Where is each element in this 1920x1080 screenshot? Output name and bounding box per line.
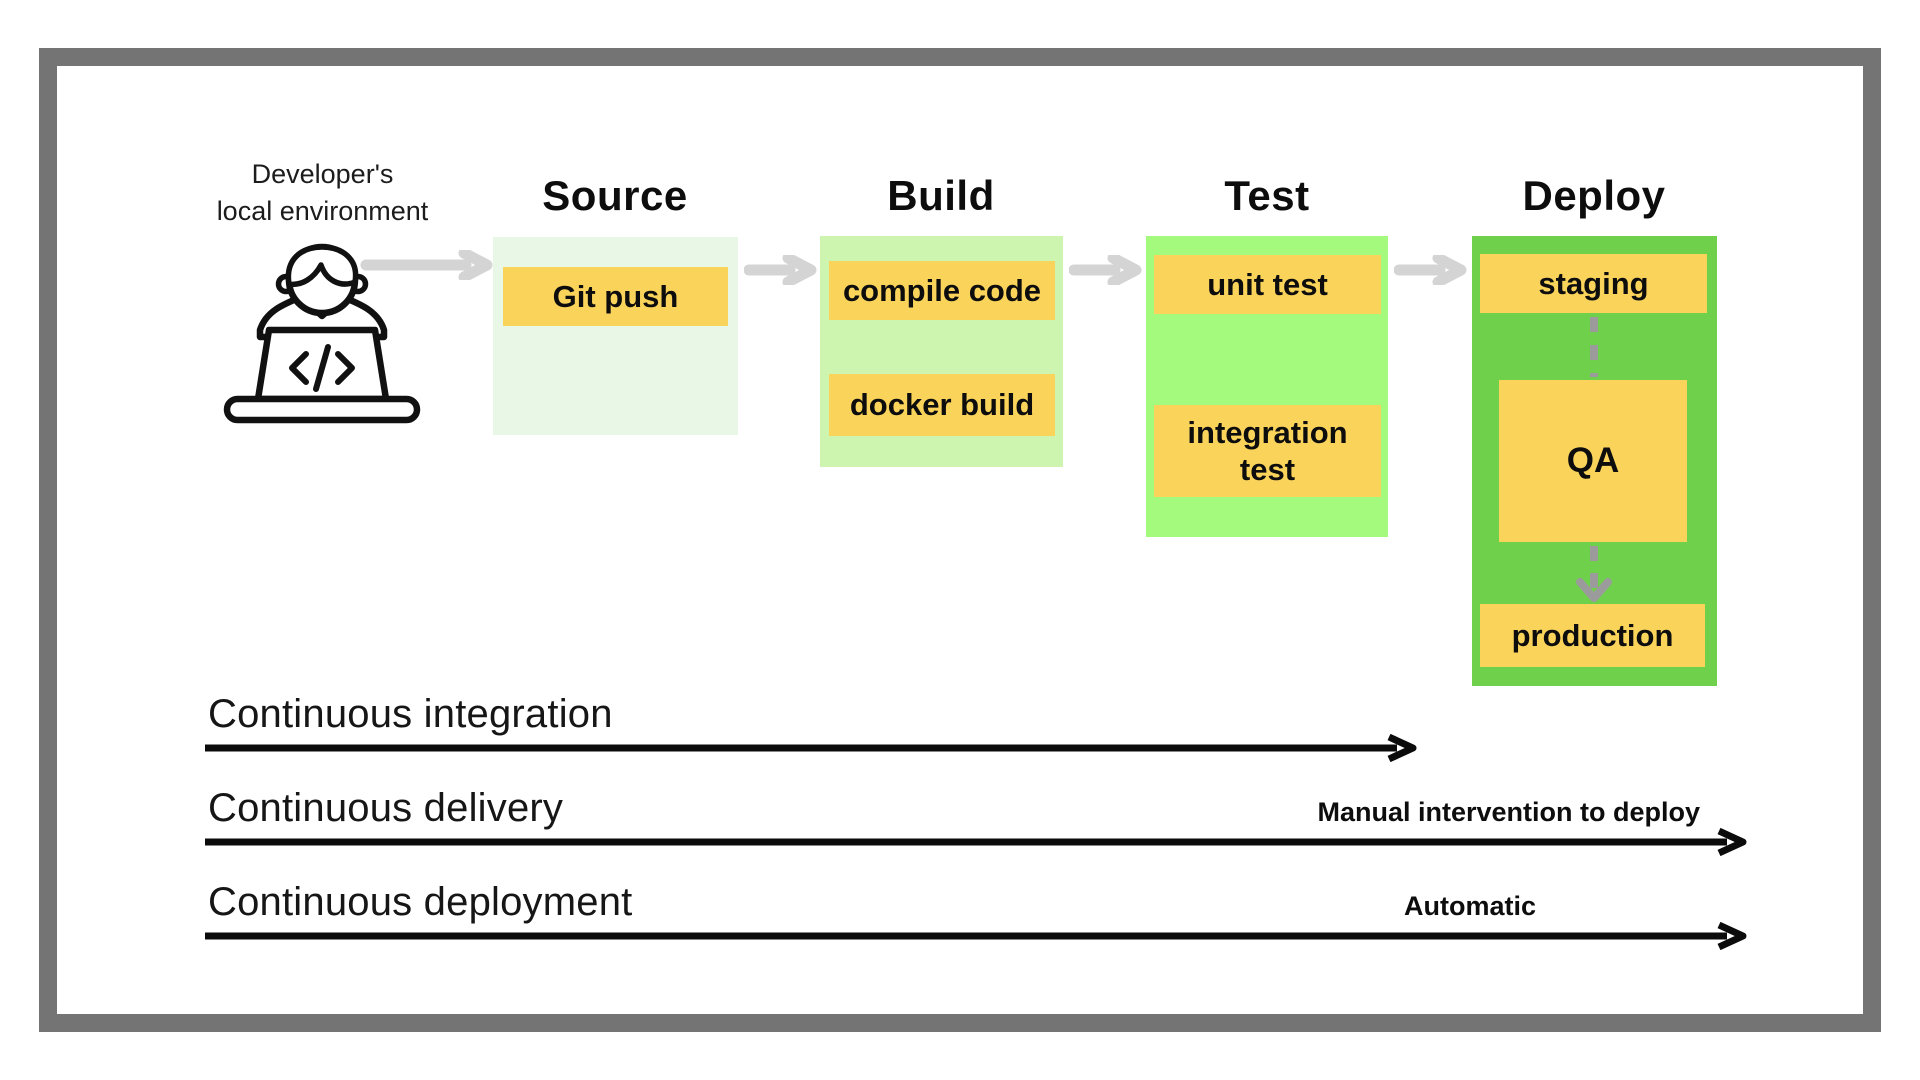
automatic-annotation: Automatic <box>1403 891 1536 921</box>
continuous-deployment-arrow <box>205 921 1747 951</box>
flow-arrow-build-to-test <box>1069 255 1142 285</box>
step-unit-test: unit test <box>1154 255 1381 314</box>
step-production: production <box>1480 604 1705 667</box>
column-title-source: Source <box>542 172 688 219</box>
step-staging: staging <box>1480 254 1707 313</box>
developer-label-line1: Developer's <box>251 159 394 189</box>
developer-label-line2: local environment <box>216 196 429 227</box>
continuous-integration-arrow <box>205 733 1417 763</box>
column-title-test: Test <box>1224 172 1310 219</box>
step-integration-test: integration test <box>1154 405 1381 497</box>
practice-label-continuous-delivery: Continuous delivery <box>208 786 564 830</box>
practice-label-continuous-integration: Continuous integration <box>208 692 613 736</box>
continuous-delivery-arrow <box>205 827 1747 857</box>
connector-qa-to-production-arrow <box>1576 546 1612 602</box>
developer-laptop-icon <box>223 243 421 424</box>
flow-arrow-dev-to-source <box>360 250 493 280</box>
column-title-deploy: Deploy <box>1522 172 1666 219</box>
step-compile-code: compile code <box>829 261 1055 320</box>
column-title-build: Build <box>887 172 995 219</box>
flow-arrow-source-to-build <box>744 255 817 285</box>
practice-label-continuous-deployment: Continuous deployment <box>208 880 633 924</box>
step-docker-build: docker build <box>829 374 1055 436</box>
step-qa: QA <box>1499 380 1687 542</box>
connector-staging-to-qa <box>1590 317 1598 377</box>
manual-intervention-annotation: Manual intervention to deploy <box>1317 797 1700 827</box>
step-git-push: Git push <box>503 267 728 326</box>
developer-label: Developer's local environment <box>150 156 495 231</box>
outer-border-frame <box>39 48 1881 1032</box>
flow-arrow-test-to-deploy <box>1394 255 1467 285</box>
